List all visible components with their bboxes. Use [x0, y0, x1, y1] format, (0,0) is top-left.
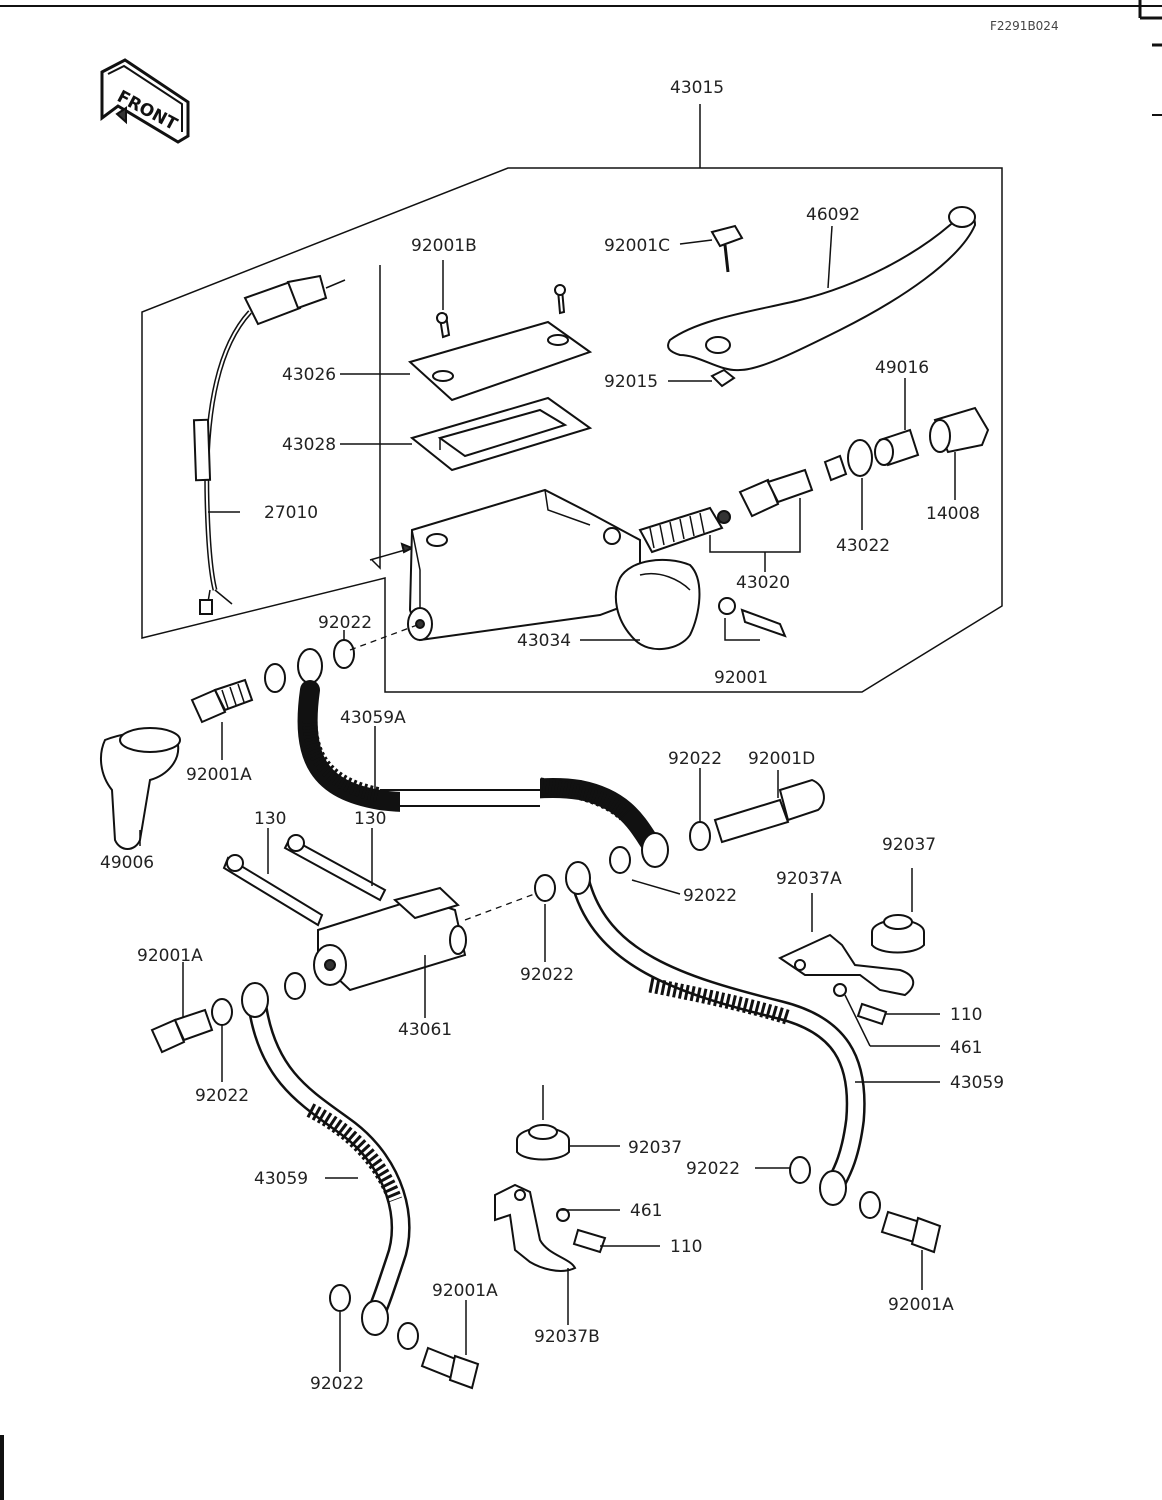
washer-92022-upper [333, 639, 355, 669]
label-130-a: 130 [254, 809, 286, 829]
label-130-b: 130 [354, 809, 386, 829]
label-461-b: 461 [630, 1201, 662, 1221]
label-92001B: 92001B [411, 236, 477, 256]
bleeder-cap-49006 [99, 727, 181, 850]
banjo-bolt-92001A-right [880, 1210, 942, 1254]
nut-92015 [710, 368, 736, 388]
bolt-92001 [718, 597, 787, 641]
bolt-110-lower [556, 1208, 607, 1254]
front-direction-badge: FRONT [100, 58, 190, 144]
junction-block-43061 [313, 886, 467, 992]
washer-right-bottom [859, 1191, 881, 1219]
label-43020: 43020 [736, 573, 790, 593]
clamp-92037B [494, 1183, 577, 1272]
label-46092: 46092 [806, 205, 860, 225]
banjo-bolt-92001A-upper [190, 678, 254, 724]
label-43059-a: 43059 [950, 1073, 1004, 1093]
label-43059-b: 43059 [254, 1169, 308, 1189]
label-27010: 27010 [264, 503, 318, 523]
label-43022: 43022 [836, 536, 890, 556]
bolts-130 [222, 834, 387, 927]
label-110-a: 110 [950, 1005, 982, 1025]
label-92022-f: 92022 [686, 1159, 740, 1179]
hose-43059-right [565, 861, 866, 1206]
label-110-b: 110 [670, 1237, 702, 1257]
piston-spring [638, 506, 731, 554]
washer-92022-left [211, 998, 233, 1026]
banjo-bolt-92001A-bottom [420, 1346, 480, 1390]
label-92015: 92015 [604, 372, 658, 392]
label-14008: 14008 [926, 504, 980, 524]
cup-43022 [847, 439, 873, 477]
label-92022-g: 92022 [310, 1374, 364, 1394]
label-461-a: 461 [950, 1038, 982, 1058]
lever-holder-43034 [614, 558, 701, 651]
hose-43059A [297, 680, 669, 868]
reservoir-cap-43026 [407, 284, 593, 402]
label-43015: 43015 [670, 78, 724, 98]
clutch-lever-46092 [667, 206, 977, 372]
piston-43020 [709, 454, 848, 553]
grommet-92037-lower [516, 1085, 570, 1161]
washer-92022-right-bottom [789, 1156, 811, 1184]
label-92001C: 92001C [604, 236, 670, 256]
banjo-bolt-92001D [689, 770, 825, 851]
label-92037B: 92037B [534, 1327, 600, 1347]
washer-92022-bottom [329, 1284, 351, 1312]
label-92001A-b: 92001A [137, 946, 203, 966]
label-92022-a: 92022 [318, 613, 372, 633]
label-43061: 43061 [398, 1020, 452, 1040]
label-92022-b: 92022 [668, 749, 722, 769]
label-92001A-a: 92001A [186, 765, 252, 785]
washer-upper-1 [264, 663, 286, 693]
label-92001A-d: 92001A [432, 1281, 498, 1301]
boot-14008 [929, 406, 990, 454]
label-49016: 49016 [875, 358, 929, 378]
clutch-switch-27010 [192, 274, 346, 615]
washer-92022-right [609, 846, 631, 874]
master-cylinder-body [407, 488, 641, 642]
hose-43059-left [241, 982, 411, 1336]
leader-lines [139, 225, 956, 1372]
label-43028: 43028 [282, 435, 336, 455]
reference-code: F2291B024 [990, 19, 1059, 33]
arrow-icon [115, 106, 127, 125]
label-92037: 92037 [882, 835, 936, 855]
label-92022-e: 92022 [195, 1086, 249, 1106]
banjo-eye-upper [297, 648, 323, 684]
label-92022-d: 92022 [520, 965, 574, 985]
label-43059A: 43059A [340, 708, 406, 728]
diaphragm-43028 [409, 396, 593, 472]
label-49006: 49006 [100, 853, 154, 873]
grommet-92037-upper [871, 868, 925, 954]
pivot-bolt-92001C [710, 224, 744, 273]
label-92037A: 92037A [776, 869, 842, 889]
clamp-92037A [777, 893, 915, 997]
washer-left-1 [284, 972, 306, 1000]
reservoir-bracket [369, 265, 415, 570]
bolt-110-upper [833, 983, 888, 1026]
label-43034: 43034 [517, 631, 571, 651]
label-92037-b: 92037 [628, 1138, 682, 1158]
washer-92022-mid [534, 874, 556, 902]
banjo-bolt-92001A-left [150, 1008, 214, 1054]
assembly-outline-43015 [141, 104, 1003, 693]
washer-bottom-2 [397, 1322, 419, 1350]
part-labels: 43015 46092 92001C 92001B 43026 92015 49… [100, 78, 1004, 1394]
label-92001D: 92001D [748, 749, 815, 769]
label-92022-c: 92022 [683, 886, 737, 906]
seal-49016 [874, 428, 920, 467]
label-92001A-c: 92001A [888, 1295, 954, 1315]
label-43026: 43026 [282, 365, 336, 385]
label-92001: 92001 [714, 668, 768, 688]
